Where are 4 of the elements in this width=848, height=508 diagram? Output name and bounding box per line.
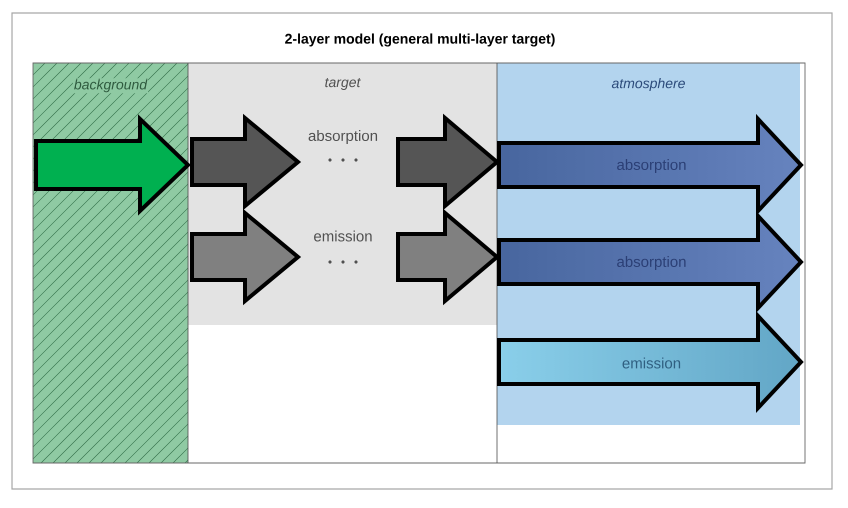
title: 2-layer model (general multi-layer target) xyxy=(285,33,555,47)
block-arrow xyxy=(34,114,191,216)
process-label: absorption xyxy=(308,130,378,144)
process-label: emission xyxy=(314,230,372,242)
